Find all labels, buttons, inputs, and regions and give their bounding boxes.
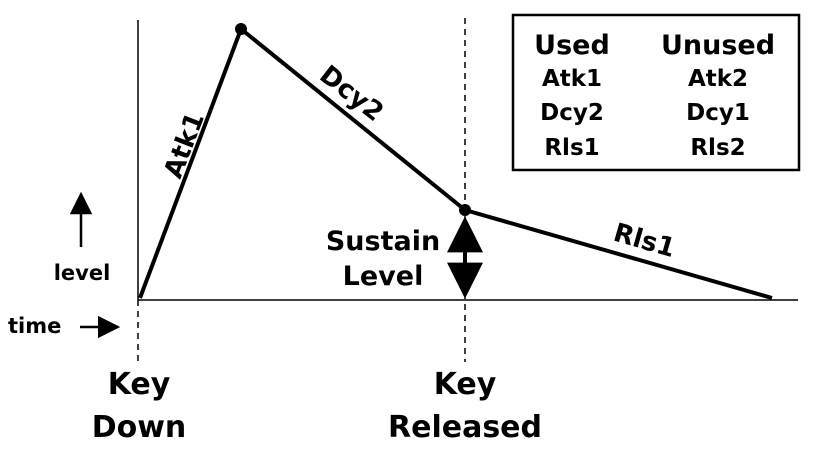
key-released-label-line1: Key bbox=[434, 367, 497, 402]
sustain-label-line1: Sustain bbox=[326, 226, 440, 257]
key-released-label-line2: Released bbox=[388, 410, 542, 445]
sustain-point bbox=[459, 204, 471, 216]
legend-cell: Atk1 bbox=[542, 66, 602, 92]
legend-cell: Dcy2 bbox=[540, 100, 604, 126]
legend-cell: Dcy1 bbox=[686, 100, 750, 126]
key-down-label-line1: Key bbox=[108, 367, 171, 402]
legend-header-unused: Unused bbox=[661, 30, 775, 61]
attack-label: Atk1 bbox=[159, 108, 211, 182]
level-label: level bbox=[54, 261, 111, 285]
release-label: Rls1 bbox=[610, 218, 678, 264]
envelope-curve bbox=[138, 27, 773, 300]
legend-cell: Atk2 bbox=[688, 66, 748, 92]
legend-cell: Rls1 bbox=[544, 135, 599, 161]
key-down-label-line2: Down bbox=[92, 410, 187, 445]
legend-header-used: Used bbox=[534, 30, 610, 61]
legend-box: Used Unused Atk1 Atk2 Dcy2 Dcy1 Rls1 Rls… bbox=[511, 13, 801, 172]
sustain-label-line2: Level bbox=[343, 261, 424, 292]
peak-point bbox=[235, 23, 247, 35]
time-label: time bbox=[8, 314, 61, 338]
legend-cell: Rls2 bbox=[690, 135, 745, 161]
